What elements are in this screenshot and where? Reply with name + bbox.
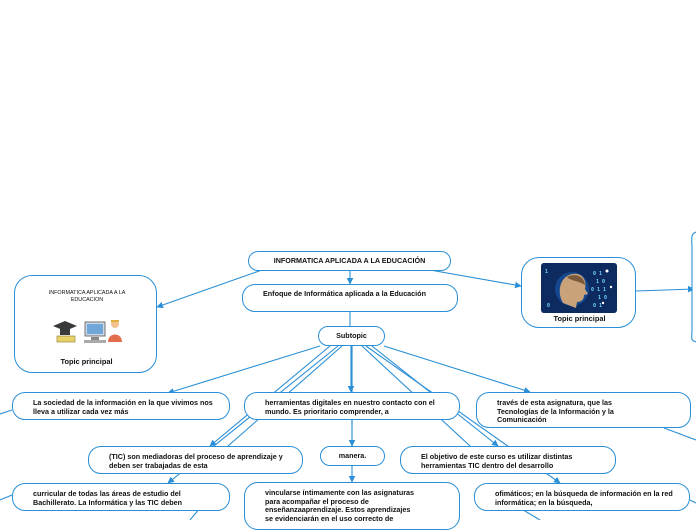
subtopic-manera[interactable]: manera. (320, 446, 385, 466)
connector-right-edge-1 (663, 427, 696, 441)
connector-sub-sociedad (167, 345, 321, 395)
root-topic[interactable]: INFORMATICA APLICADA A LA EDUCACIÓN (248, 251, 451, 271)
subtopic-tic[interactable]: (TIC) son mediadoras del proceso de apre… (88, 446, 303, 474)
topic-left-caption: Topic principal (60, 357, 113, 366)
subtopic-vincularse[interactable]: vincularse íntimamente con las asignatur… (244, 482, 460, 530)
root-topic-label: INFORMATICA APLICADA A LA EDUCACIÓN (273, 256, 426, 265)
topic-principal-right[interactable]: 0 1 1 0 0 1 1 1 0 0 1 1 0 Topic principa… (521, 257, 636, 328)
subtopic-ofimaticos[interactable]: ofimáticos; en la búsqueda de informació… (474, 483, 690, 511)
subtopic-herramientas[interactable]: herramientas digitales en nuestro contac… (244, 392, 460, 420)
subtopic-sociedad-label: La sociedad de la información en la que … (33, 398, 213, 416)
connector-root-topic-left (156, 269, 263, 309)
subtopic-node[interactable]: Subtopic (318, 326, 385, 346)
subtopic-vincularse-label: vincularse íntimamente con las asignatur… (265, 488, 414, 523)
svg-text:0 1: 0 1 (593, 303, 602, 309)
enfoque-topic-label: Enfoque de Informática aplicada a la Edu… (263, 289, 426, 298)
svg-text:1: 1 (545, 269, 548, 275)
subtopic-tic-label: (TIC) son mediadoras del proceso de apre… (109, 452, 283, 470)
subtopic-label: Subtopic (336, 331, 367, 340)
subtopic-traves[interactable]: través de esta asignatura, que las Tecno… (476, 392, 691, 428)
subtopic-herramientas-label: herramientas digitales en nuestro contac… (265, 398, 435, 416)
svg-text:0 1 1: 0 1 1 (591, 287, 606, 293)
connector-topic-right-far (635, 285, 695, 293)
connector-right-edge-2 (689, 499, 696, 504)
subtopic-curricular[interactable]: curricular de todas las áreas de estudio… (12, 483, 230, 511)
subtopic-objetivo-label: El objetivo de este curso es utilizar di… (421, 452, 573, 470)
svg-text:1 0: 1 0 (598, 295, 607, 301)
connector-left-edge-2 (0, 494, 13, 501)
svg-text:0 1: 0 1 (593, 271, 602, 277)
subtopic-ofimaticos-label: ofimáticos; en la búsqueda de informació… (495, 489, 673, 507)
connector-root-topic-right (429, 269, 522, 289)
subtopic-objetivo[interactable]: El objetivo de este curso es utilizar di… (400, 446, 616, 474)
enfoque-topic[interactable]: Enfoque de Informática aplicada a la Edu… (242, 284, 458, 312)
subtopic-sociedad[interactable]: La sociedad de la información en la que … (12, 392, 230, 420)
svg-text:1 0: 1 0 (596, 279, 605, 285)
subtopic-traves-label: través de esta asignatura, que las Tecno… (497, 398, 614, 425)
far-right-topic-card-edge (691, 231, 696, 343)
topic-principal-left[interactable]: INFORMATICA APLICADA A LA EDUCACION Topi… (14, 275, 157, 373)
topic-left-image-title: INFORMATICA APLICADA A LA EDUCACION (48, 290, 126, 303)
digital-ai-head-icon: 0 1 1 0 0 1 1 1 0 0 1 1 0 (541, 263, 617, 313)
subtopic-manera-label: manera. (338, 451, 367, 460)
topic-right-caption: Topic principal (553, 314, 606, 323)
education-clipart-icon (53, 320, 122, 343)
subtopic-curricular-label: curricular de todas las áreas de estudio… (33, 489, 182, 507)
svg-text:0: 0 (547, 303, 550, 309)
connector-sub-traves (383, 345, 531, 394)
connector-left-edge-1 (0, 409, 13, 415)
